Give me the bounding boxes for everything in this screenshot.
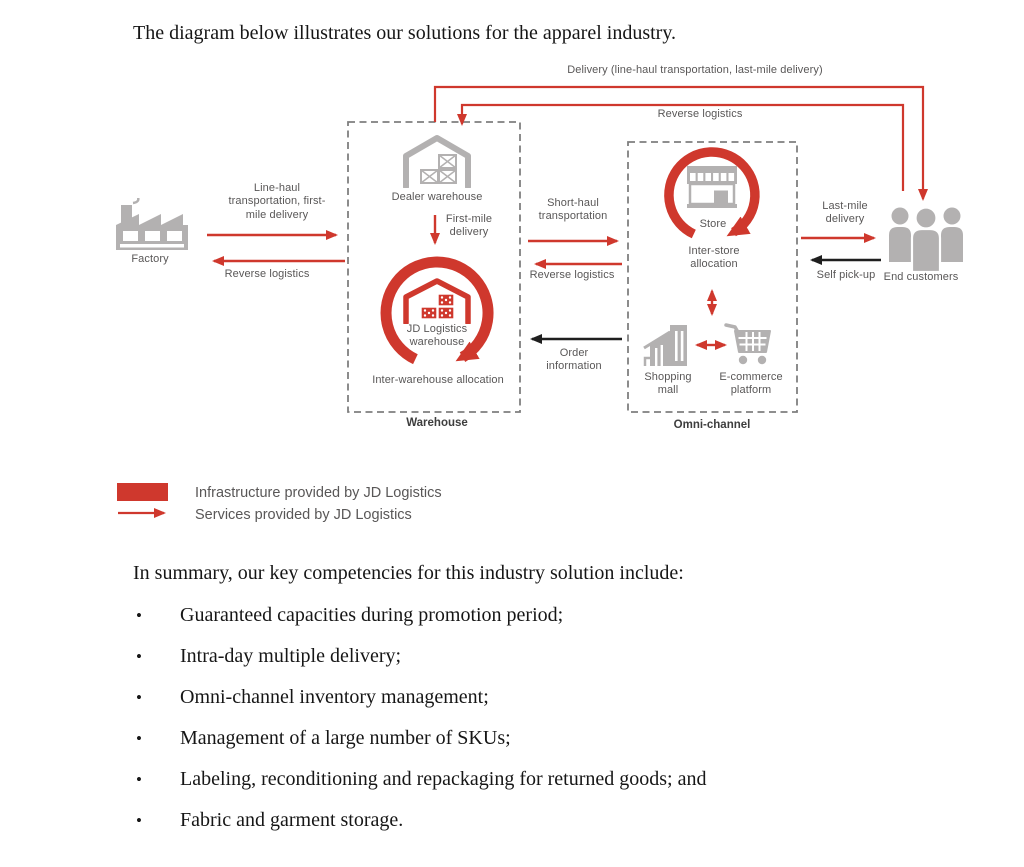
omni-channel-caption: Omni-channel	[673, 419, 751, 431]
inter-warehouse-allocation-label: Inter-warehouse allocation	[372, 374, 504, 386]
omni-channel-box-border	[627, 141, 798, 413]
factory-reverse-label: Reverse logistics	[224, 268, 310, 280]
competency-list: Guaranteed capacities during promotion p…	[133, 603, 873, 849]
factory-icon	[116, 198, 188, 250]
end-customers-label: End customers	[883, 271, 959, 283]
competency-item: Omni-channel inventory management;	[133, 685, 873, 710]
reverse-logistics-top-label: Reverse logistics	[657, 108, 743, 120]
competency-item: Intra-day multiple delivery;	[133, 644, 873, 669]
jd-logistics-warehouse-icon	[403, 278, 471, 324]
self-pickup-label: Self pick-up	[816, 269, 876, 281]
ecommerce-platform-label: E-commerce platform	[719, 371, 783, 397]
delivery-flow-line	[433, 85, 928, 201]
apparel-solutions-diagram: Delivery (line-haul transportation, last…	[0, 60, 1024, 455]
summary-heading: In summary, our key competencies for thi…	[133, 562, 684, 584]
first-mile-label: First-mile delivery	[445, 213, 493, 239]
inter-store-allocation-label: Inter-store allocation	[688, 245, 740, 271]
dealer-warehouse-label: Dealer warehouse	[391, 191, 483, 203]
order-information-label: Order information	[546, 347, 602, 373]
linehaul-label: Line-haul transportation, first-mile del…	[228, 182, 326, 221]
inter-warehouse-circle-arrow	[380, 256, 494, 365]
shorthaul-label: Short-haul transportation	[538, 197, 608, 223]
delivery-top-label: Delivery (line-haul transportation, last…	[567, 64, 823, 76]
warehouse-caption: Warehouse	[406, 417, 468, 429]
intro-paragraph: The diagram below illustrates our soluti…	[133, 22, 677, 44]
legend-infrastructure-label: Infrastructure provided by JD Logistics	[195, 485, 442, 501]
jd-warehouse-label: JD Logistics warehouse	[406, 323, 468, 349]
legend-infrastructure-swatch	[117, 483, 168, 501]
legend-services-label: Services provided by JD Logistics	[195, 507, 412, 523]
end-customers-icon	[889, 206, 963, 272]
ecommerce-cart-icon	[724, 323, 771, 365]
mid-reverse-label: Reverse logistics	[529, 269, 615, 281]
competency-item: Management of a large number of SKUs;	[133, 726, 873, 751]
store-icon	[687, 166, 737, 208]
factory-label: Factory	[131, 253, 169, 265]
legend-services-arrow-icon	[118, 508, 166, 518]
competency-item: Guaranteed capacities during promotion p…	[133, 603, 873, 628]
reverse-logistics-top-line	[457, 103, 905, 191]
competency-item: Labeling, reconditioning and repackaging…	[133, 767, 873, 792]
competency-item: Fabric and garment storage.	[133, 808, 873, 833]
dealer-warehouse-icon	[403, 135, 471, 188]
inter-store-circle-arrow	[664, 147, 760, 239]
store-label: Store	[699, 218, 727, 230]
diagram-connectors	[207, 85, 928, 413]
shopping-mall-label: Shopping mall	[644, 371, 692, 397]
shopping-mall-icon	[643, 325, 687, 366]
lastmile-label: Last-mile delivery	[822, 200, 868, 226]
